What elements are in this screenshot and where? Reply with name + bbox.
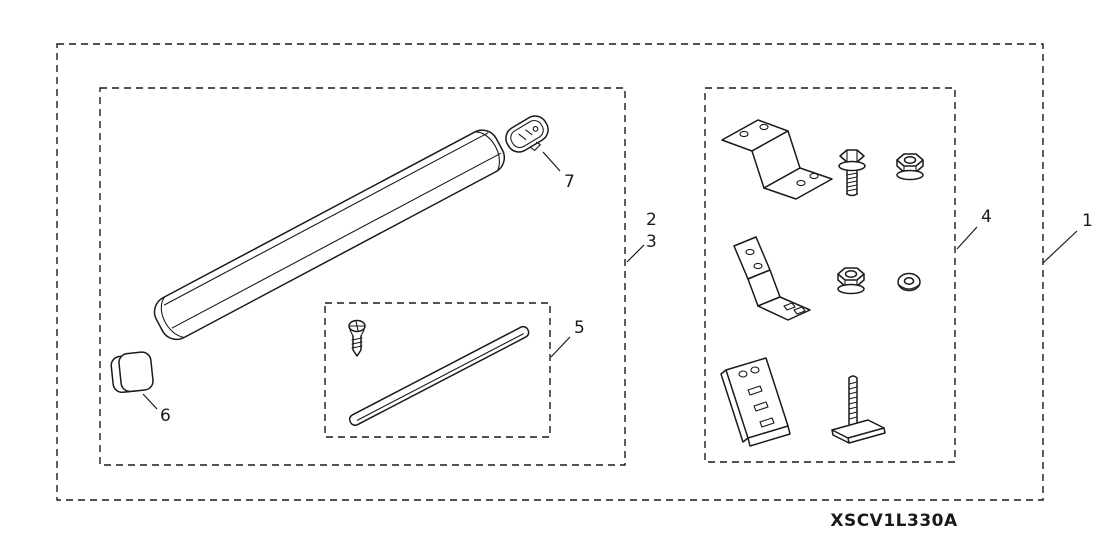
leader-line-2-3	[626, 244, 645, 263]
mount-bracket-b	[733, 236, 811, 321]
flange-nut-a	[896, 153, 924, 181]
t-bolt	[831, 375, 886, 444]
trim-strip	[348, 325, 530, 427]
screw	[348, 319, 366, 357]
side-step-bar	[153, 129, 506, 341]
leader-line-5	[550, 336, 571, 358]
anchor-plate	[720, 357, 791, 447]
callout-6: 6	[160, 406, 171, 426]
hardware-box	[704, 87, 956, 463]
callout-5: 5	[574, 318, 585, 338]
leader-line-7	[542, 151, 561, 172]
washer	[897, 272, 921, 292]
part-code: XSCV1L330A	[830, 511, 958, 531]
callout-2: 2	[646, 210, 657, 230]
leader-line-1	[1042, 230, 1078, 264]
garnish-cap	[505, 115, 549, 153]
leader-line-6	[142, 393, 158, 410]
callout-3: 3	[646, 232, 657, 252]
leader-line-4	[956, 226, 978, 250]
callout-4: 4	[981, 207, 992, 227]
mount-bracket-a	[721, 119, 833, 200]
callout-7: 7	[564, 172, 575, 192]
end-cap	[110, 351, 154, 394]
flange-nut-b	[837, 267, 865, 295]
kit-boundary-outline	[56, 43, 1044, 501]
flange-bolt	[838, 149, 866, 197]
side-step-box	[99, 87, 626, 466]
trim-strip-box	[324, 302, 551, 438]
callout-1: 1	[1082, 211, 1093, 231]
